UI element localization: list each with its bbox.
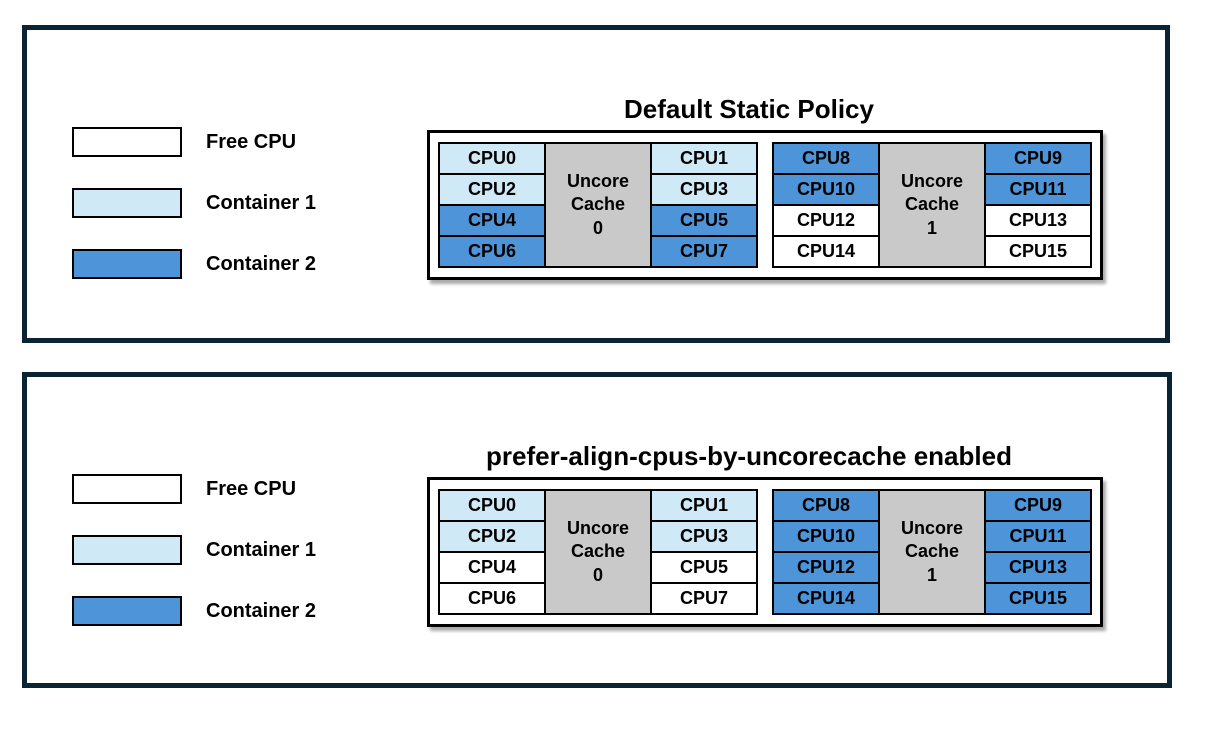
uncore-cache-line: Uncore <box>566 171 629 192</box>
cpu-cell: CPU5 <box>652 553 756 582</box>
cpu-column-left: CPU0 CPU2 CPU4 CPU6 <box>440 144 544 266</box>
cpu-cell: CPU2 <box>440 175 544 204</box>
legend-label: Container 2 <box>206 252 317 275</box>
uncore-cache-cell: Uncore Cache 0 <box>546 491 650 613</box>
cpu-cell: CPU9 <box>986 144 1090 173</box>
legend-label: Free CPU <box>206 477 297 500</box>
uncore-cache-line: 0 <box>592 217 603 238</box>
legend-item-container-2: Container 2 <box>72 596 316 626</box>
cpu-cell: CPU12 <box>774 206 878 235</box>
cpu-cell: CPU3 <box>652 175 756 204</box>
uncore-cache-line: Cache <box>904 541 960 562</box>
uncore-cache-1-group: CPU8 CPU10 CPU12 CPU14 Uncore Cache 1 CP… <box>772 142 1092 268</box>
cpu-cell: CPU4 <box>440 553 544 582</box>
cpu-column-right: CPU9 CPU11 CPU13 CPU15 <box>986 491 1090 613</box>
cpu-cell: CPU13 <box>986 553 1090 582</box>
legend-swatch-container-1 <box>72 188 182 218</box>
cpu-cell: CPU1 <box>652 144 756 173</box>
panel-default-static-policy: Free CPU Container 1 Container 2 Default… <box>22 25 1170 343</box>
cpu-cell: CPU0 <box>440 144 544 173</box>
cpu-cell: CPU12 <box>774 553 878 582</box>
uncore-cache-line: Uncore <box>900 171 963 192</box>
cpu-cell: CPU2 <box>440 522 544 551</box>
uncore-cache-line: 1 <box>926 564 937 585</box>
cpu-cell: CPU15 <box>986 584 1090 613</box>
legend-label: Free CPU <box>206 130 297 153</box>
legend-swatch-free-cpu <box>72 474 182 504</box>
uncore-cache-line: Cache <box>904 194 960 215</box>
cpu-cell: CPU1 <box>652 491 756 520</box>
legend-swatch-free-cpu <box>72 127 182 157</box>
uncore-cache-line: Uncore <box>566 518 629 539</box>
legend-item-free-cpu: Free CPU <box>72 127 316 157</box>
uncore-cache-1-group: CPU8 CPU10 CPU12 CPU14 Uncore Cache 1 CP… <box>772 489 1092 615</box>
uncore-cache-line: Uncore <box>900 518 963 539</box>
cpu-cell: CPU11 <box>986 522 1090 551</box>
cpu-cell: CPU14 <box>774 584 878 613</box>
panel-title: Default Static Policy <box>624 93 874 124</box>
legend-label: Container 1 <box>206 191 317 214</box>
cpu-cell: CPU0 <box>440 491 544 520</box>
uncore-cache-0-group: CPU0 CPU2 CPU4 CPU6 Uncore Cache 0 CPU1 … <box>438 142 758 268</box>
cpu-column-right: CPU1 CPU3 CPU5 CPU7 <box>652 491 756 613</box>
cpu-column-left: CPU8 CPU10 CPU12 CPU14 <box>774 491 878 613</box>
legend-label: Container 2 <box>206 599 317 622</box>
uncore-cache-line: Cache <box>570 541 626 562</box>
legend-label: Container 1 <box>206 538 317 561</box>
legend-item-container-1: Container 1 <box>72 535 316 565</box>
uncore-cache-line: Cache <box>570 194 626 215</box>
cpu-cell: CPU3 <box>652 522 756 551</box>
cpu-cell: CPU6 <box>440 584 544 613</box>
uncore-cache-line: 0 <box>592 564 603 585</box>
legend: Free CPU Container 1 Container 2 <box>72 127 316 310</box>
legend-swatch-container-2 <box>72 596 182 626</box>
panel-prefer-align-uncorecache: Free CPU Container 1 Container 2 prefer-… <box>22 372 1172 688</box>
cpu-cell: CPU8 <box>774 491 878 520</box>
legend-swatch-container-2 <box>72 249 182 279</box>
uncore-cache-cell: Uncore Cache 1 <box>880 491 984 613</box>
cpu-cell: CPU9 <box>986 491 1090 520</box>
cpu-cell: CPU13 <box>986 206 1090 235</box>
cpu-cell: CPU14 <box>774 237 878 266</box>
cpu-topology-diagram: CPU0 CPU2 CPU4 CPU6 Uncore Cache 0 CPU1 … <box>427 130 1103 280</box>
cpu-cell: CPU6 <box>440 237 544 266</box>
legend-item-container-2: Container 2 <box>72 249 316 279</box>
cpu-column-left: CPU8 CPU10 CPU12 CPU14 <box>774 144 878 266</box>
cpu-column-right: CPU9 CPU11 CPU13 CPU15 <box>986 144 1090 266</box>
cpu-cell: CPU7 <box>652 584 756 613</box>
uncore-cache-cell: Uncore Cache 0 <box>546 144 650 266</box>
cpu-cell: CPU8 <box>774 144 878 173</box>
cpu-cell: CPU11 <box>986 175 1090 204</box>
cpu-cell: CPU5 <box>652 206 756 235</box>
cpu-cell: CPU15 <box>986 237 1090 266</box>
cpu-column-left: CPU0 CPU2 CPU4 CPU6 <box>440 491 544 613</box>
legend-swatch-container-1 <box>72 535 182 565</box>
uncore-cache-0-group: CPU0 CPU2 CPU4 CPU6 Uncore Cache 0 CPU1 … <box>438 489 758 615</box>
cpu-cell: CPU10 <box>774 175 878 204</box>
cpu-cell: CPU4 <box>440 206 544 235</box>
cpu-topology-diagram: CPU0 CPU2 CPU4 CPU6 Uncore Cache 0 CPU1 … <box>427 477 1103 627</box>
cpu-cell: CPU10 <box>774 522 878 551</box>
cpu-column-right: CPU1 CPU3 CPU5 CPU7 <box>652 144 756 266</box>
uncore-cache-cell: Uncore Cache 1 <box>880 144 984 266</box>
legend: Free CPU Container 1 Container 2 <box>72 474 316 657</box>
legend-item-free-cpu: Free CPU <box>72 474 316 504</box>
uncore-cache-line: 1 <box>926 217 937 238</box>
legend-item-container-1: Container 1 <box>72 188 316 218</box>
panel-title: prefer-align-cpus-by-uncorecache enabled <box>486 440 1012 471</box>
cpu-cell: CPU7 <box>652 237 756 266</box>
